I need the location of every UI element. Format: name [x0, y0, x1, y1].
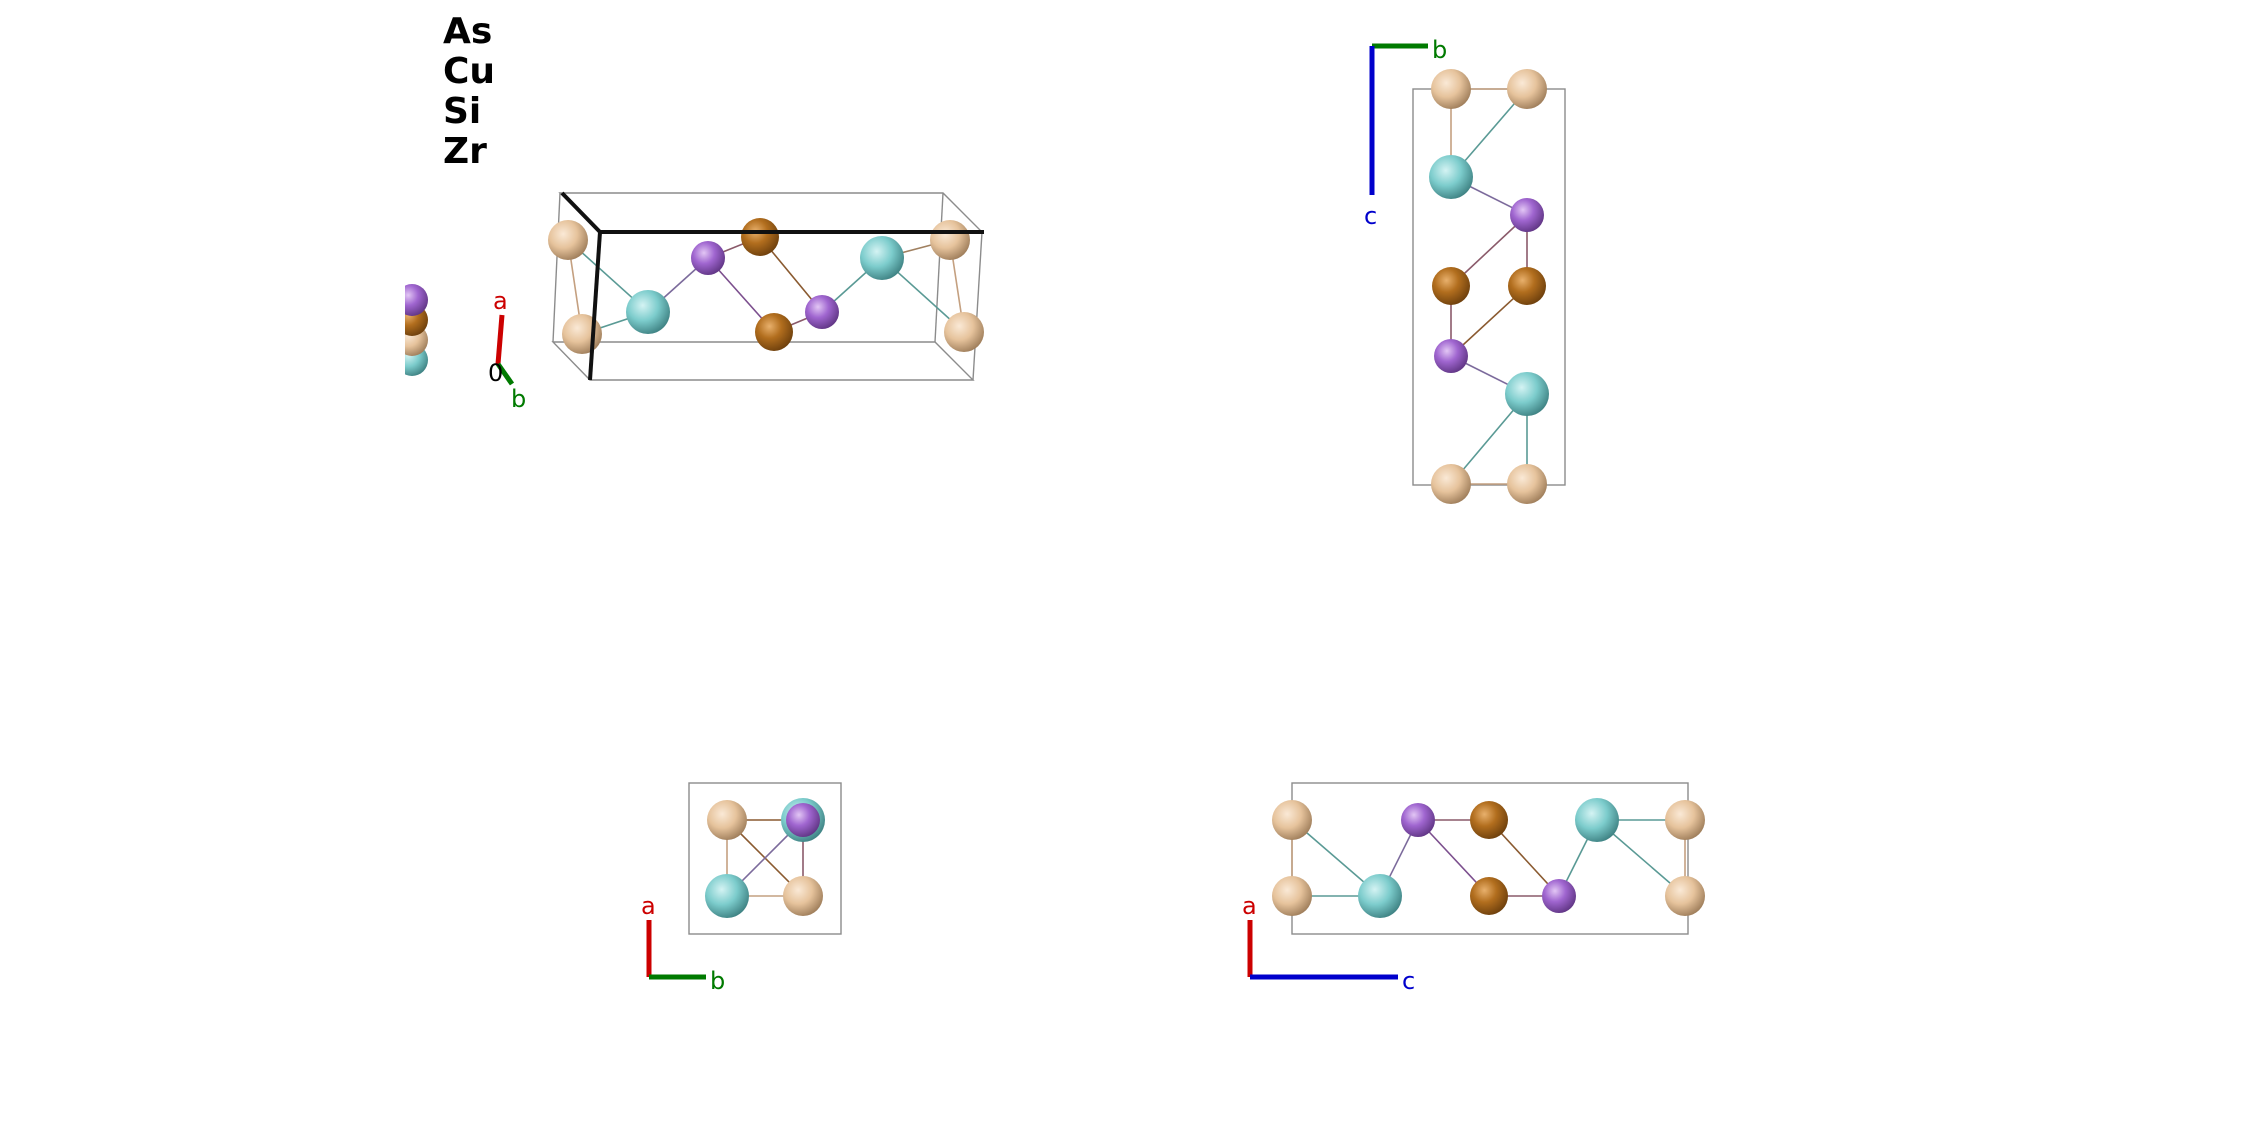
legend-si: Si [443, 91, 481, 132]
atom-as [786, 803, 820, 837]
axis-c-label: c [1364, 202, 1377, 230]
axis-a-label: a [493, 287, 508, 315]
atom-as [1434, 339, 1468, 373]
atom-zr [1505, 372, 1549, 416]
atom-zr [1358, 874, 1402, 918]
atom-si [707, 800, 747, 840]
axis-a-line [495, 314, 505, 365]
axis-origin-label: 0 [488, 359, 503, 387]
atom-zr [705, 874, 749, 918]
axis-b-line [495, 362, 515, 386]
atom-si [1507, 464, 1547, 504]
atoms [548, 218, 984, 354]
axis-a-label: a [1242, 892, 1257, 920]
atom-zr [860, 236, 904, 280]
atom-zr [1429, 155, 1473, 199]
axis-triad-ab: a b [641, 892, 725, 995]
legend-zr: Zr [443, 131, 487, 172]
atom-cu [1508, 267, 1546, 305]
axis-b-label: b [1432, 36, 1447, 64]
atom-si [1431, 464, 1471, 504]
atom-si [1431, 69, 1471, 109]
legend-as: As [443, 11, 492, 52]
atom-as [1542, 879, 1576, 913]
axis-a-label: a [641, 892, 656, 920]
atom-si [783, 876, 823, 916]
atom-as [691, 241, 725, 275]
atom-si [930, 220, 970, 260]
perspective-view: a 0 b [488, 191, 984, 413]
atom-si [548, 220, 588, 260]
axis-b-label: b [710, 967, 725, 995]
atom-as [1510, 198, 1544, 232]
atom-cu [1470, 801, 1508, 839]
view-along-b: a c [1242, 782, 1705, 995]
axis-triad-bc: b c [1364, 36, 1447, 230]
axis-c-label: c [1402, 967, 1415, 995]
atom-cu [755, 313, 793, 351]
atom-si [1272, 876, 1312, 916]
atoms [705, 798, 825, 918]
atom-zr [1575, 798, 1619, 842]
atom-si [1665, 876, 1705, 916]
lattice-vectors-overlay [560, 191, 984, 381]
atom-zr [626, 290, 670, 334]
atom-as [805, 295, 839, 329]
axis-b-label: b [511, 385, 526, 413]
atom-si [1507, 69, 1547, 109]
atom-si [944, 312, 984, 352]
atom-si [1272, 800, 1312, 840]
atom-as [1401, 803, 1435, 837]
legend-sphere-stack [380, 270, 428, 385]
element-legend: As Cu Si Zr [443, 11, 495, 172]
atom-si [1665, 800, 1705, 840]
view-along-a: b c [1364, 36, 1566, 504]
legend-cu: Cu [443, 51, 495, 92]
view-along-c: a b [641, 782, 842, 995]
atom-cu [1432, 267, 1470, 305]
atoms [1429, 69, 1549, 504]
axis-triad-ac: a c [1242, 892, 1415, 995]
atoms [1272, 798, 1705, 918]
atom-cu [1470, 877, 1508, 915]
perspective-axis-triad: a 0 b [488, 287, 526, 413]
unit-cell-outline [688, 782, 842, 935]
atom-cu [741, 218, 779, 256]
